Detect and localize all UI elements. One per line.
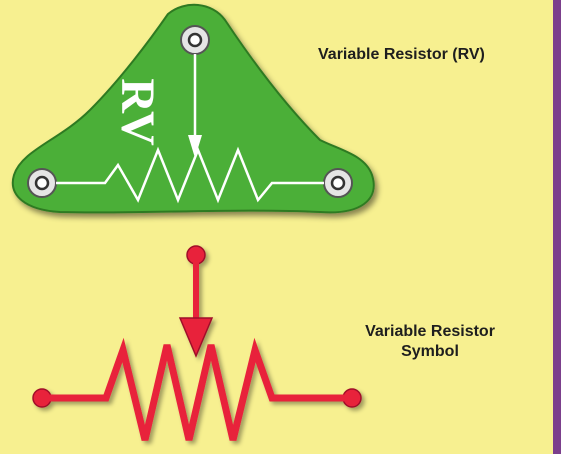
symbol-resistor-zigzag xyxy=(42,345,352,440)
rv-component-board: RV xyxy=(13,5,374,213)
symbol-title-line2: Symbol xyxy=(335,342,525,362)
symbol-top-dot xyxy=(187,246,205,264)
variable-resistor-symbol xyxy=(33,246,361,440)
right-terminal xyxy=(324,169,352,197)
board-rv-label: RV xyxy=(111,78,164,146)
component-title: Variable Resistor (RV) xyxy=(318,45,558,65)
symbol-title-line1: Variable Resistor xyxy=(335,322,525,342)
top-terminal xyxy=(181,26,209,54)
left-terminal xyxy=(28,169,56,197)
symbol-title: Variable Resistor Symbol xyxy=(335,322,525,362)
